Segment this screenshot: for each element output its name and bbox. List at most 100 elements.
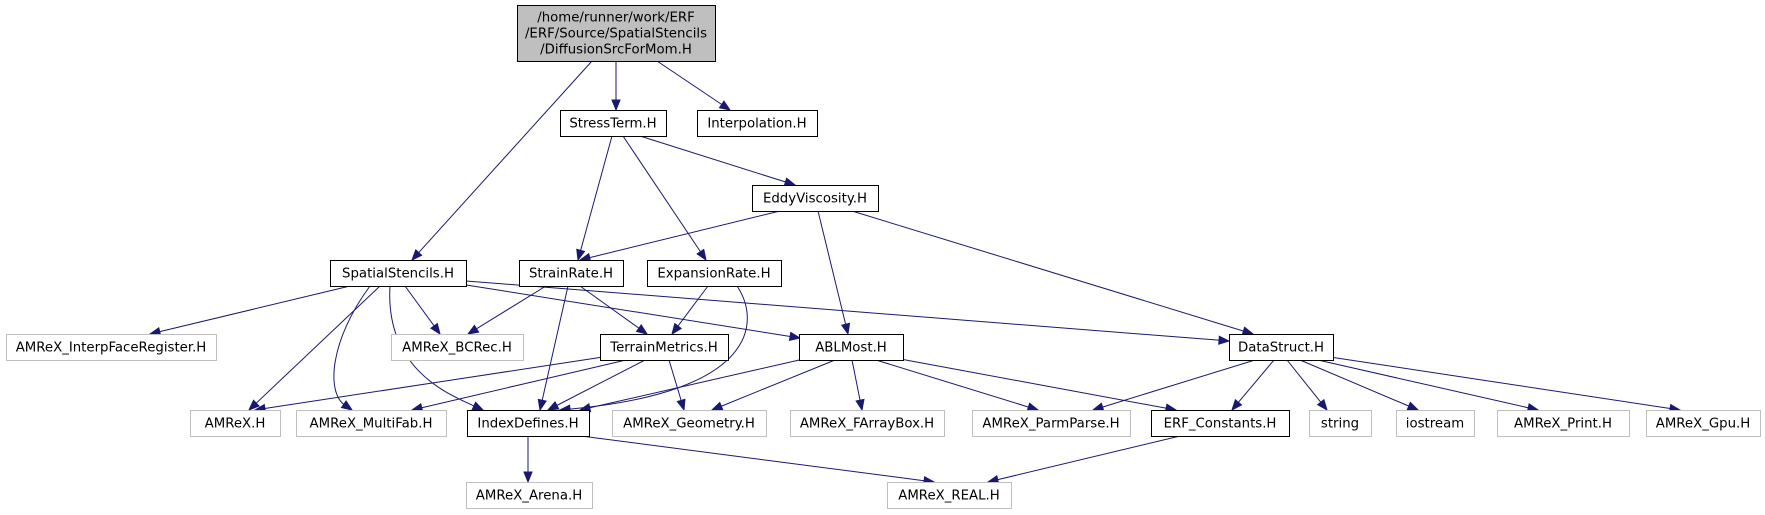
node-box bbox=[467, 410, 590, 437]
node-label: /home/runner/work/ERF bbox=[537, 11, 694, 26]
node-box bbox=[519, 260, 624, 287]
node-box bbox=[466, 482, 593, 509]
node-string: string bbox=[1309, 410, 1372, 437]
node-parmparse: AMReX_ParmParse.H bbox=[972, 410, 1131, 437]
edge-line bbox=[1286, 359, 1322, 404]
edge-line bbox=[263, 356, 604, 410]
edge-line bbox=[817, 210, 847, 326]
edge-line bbox=[568, 285, 748, 410]
edge-line bbox=[1101, 359, 1256, 408]
edge-arrowhead bbox=[710, 401, 724, 411]
edge-ablmost-to-geometry bbox=[710, 359, 836, 411]
edge-arrowhead bbox=[855, 398, 865, 412]
edge-arrowhead bbox=[1091, 402, 1105, 412]
node-box bbox=[972, 410, 1131, 437]
node-box bbox=[600, 334, 729, 361]
edge-root-to-stressterm bbox=[611, 61, 621, 112]
node-label: AMReX_Print.H bbox=[1514, 417, 1612, 432]
node-label: ERF_Constants.H bbox=[1164, 417, 1277, 432]
node-label: iostream bbox=[1406, 417, 1464, 432]
node-spatialstencils[interactable]: SpatialStencils.H bbox=[330, 260, 467, 287]
node-terrainmetrics[interactable]: TerrainMetrics.H bbox=[600, 334, 729, 361]
edge-arrowhead bbox=[523, 471, 533, 484]
node-box bbox=[1309, 410, 1372, 437]
node-strainrate[interactable]: StrainRate.H bbox=[519, 260, 624, 287]
node-box bbox=[1497, 410, 1630, 437]
node-interpface: AMReX_InterpFaceRegister.H bbox=[6, 334, 217, 361]
edge-terrainmetrics-to-amrex bbox=[253, 356, 604, 414]
node-erfconstants[interactable]: ERF_Constants.H bbox=[1151, 410, 1290, 437]
edge-spatialstencils-to-multifab bbox=[333, 285, 371, 411]
node-label: ABLMost.H bbox=[815, 341, 887, 356]
edge-eddyviscosity-to-ablmost bbox=[817, 210, 851, 336]
node-box bbox=[612, 410, 767, 437]
edge-line bbox=[588, 357, 809, 409]
edge-line bbox=[677, 285, 709, 328]
node-box bbox=[190, 410, 281, 437]
edge-line bbox=[420, 359, 627, 409]
node-label: EddyViscosity.H bbox=[763, 192, 867, 207]
node-datastruct[interactable]: DataStruct.H bbox=[1229, 334, 1334, 361]
edge-arrowhead bbox=[1218, 335, 1231, 345]
node-label: StressTerm.H bbox=[569, 117, 656, 132]
node-eddyviscosity[interactable]: EddyViscosity.H bbox=[752, 185, 879, 212]
node-root[interactable]: /home/runner/work/ERF/ERF/Source/Spatial… bbox=[517, 5, 716, 62]
edge-indexdefines-to-real bbox=[580, 435, 936, 486]
edge-line bbox=[639, 135, 787, 183]
edge-terrainmetrics-to-geometry bbox=[668, 359, 686, 412]
edge-arrowhead bbox=[1026, 402, 1040, 412]
edge-arrowhead bbox=[671, 322, 683, 336]
node-label: AMReX_REAL.H bbox=[898, 489, 1000, 504]
node-interpolation[interactable]: Interpolation.H bbox=[697, 110, 818, 137]
edge-arrowhead bbox=[718, 100, 732, 111]
edge-datastruct-to-string bbox=[1286, 359, 1328, 412]
edge-line bbox=[851, 210, 1245, 332]
node-indexdefines[interactable]: IndexDefines.H bbox=[467, 410, 590, 437]
edge-line bbox=[875, 359, 1030, 408]
edge-line bbox=[417, 60, 593, 254]
node-box bbox=[296, 410, 447, 437]
edge-stressterm-to-expansionrate bbox=[622, 135, 707, 262]
edge-line bbox=[894, 357, 1168, 409]
node-box bbox=[1151, 410, 1290, 437]
edge-line bbox=[996, 435, 1181, 481]
edge-terrainmetrics-to-indexdefines bbox=[546, 359, 646, 411]
edge-spatialstencils-to-bcrec bbox=[404, 285, 441, 336]
node-box bbox=[790, 410, 945, 437]
node-expansionrate[interactable]: ExpansionRate.H bbox=[647, 260, 782, 287]
node-box bbox=[647, 260, 782, 287]
edge-arrowhead bbox=[466, 324, 480, 335]
edge-arrowhead bbox=[1241, 326, 1255, 336]
node-label: /ERF/Source/SpatialStencils bbox=[525, 27, 707, 42]
node-label: SpatialStencils.H bbox=[342, 267, 454, 282]
edge-stressterm-to-strainrate bbox=[576, 135, 613, 262]
node-box bbox=[6, 334, 217, 361]
node-box bbox=[1646, 410, 1761, 437]
edge-arrowhead bbox=[576, 248, 586, 262]
node-label: AMReX.H bbox=[205, 417, 266, 432]
node-label: AMReX_MultiFab.H bbox=[310, 417, 433, 432]
edge-spatialstencils-to-amrex bbox=[248, 285, 381, 411]
node-stressterm[interactable]: StressTerm.H bbox=[560, 110, 667, 137]
node-label: AMReX_InterpFaceRegister.H bbox=[16, 341, 207, 356]
edge-strainrate-to-indexdefines bbox=[537, 285, 569, 412]
edge-arrowhead bbox=[340, 400, 354, 411]
node-multifab: AMReX_MultiFab.H bbox=[296, 410, 447, 437]
edge-arrowhead bbox=[1231, 398, 1243, 412]
edge-indexdefines-to-arena bbox=[523, 436, 533, 484]
node-label: Interpolation.H bbox=[707, 117, 806, 132]
node-bcrec: AMReX_BCRec.H bbox=[391, 334, 524, 361]
node-arena: AMReX_Arena.H bbox=[466, 482, 593, 509]
edge-arrowhead bbox=[696, 248, 707, 262]
edge-arrowhead bbox=[537, 398, 547, 412]
edge-line bbox=[579, 135, 613, 252]
edge-spatialstencils-to-interpface bbox=[148, 285, 351, 337]
edge-spatialstencils-to-indexdefines bbox=[389, 285, 485, 411]
node-print: AMReX_Print.H bbox=[1497, 410, 1630, 437]
edge-line bbox=[1299, 359, 1410, 407]
node-ablmost[interactable]: ABLMost.H bbox=[799, 334, 904, 361]
node-geometry: AMReX_Geometry.H bbox=[612, 410, 767, 437]
edge-line bbox=[404, 285, 436, 328]
edge-line bbox=[656, 60, 723, 106]
